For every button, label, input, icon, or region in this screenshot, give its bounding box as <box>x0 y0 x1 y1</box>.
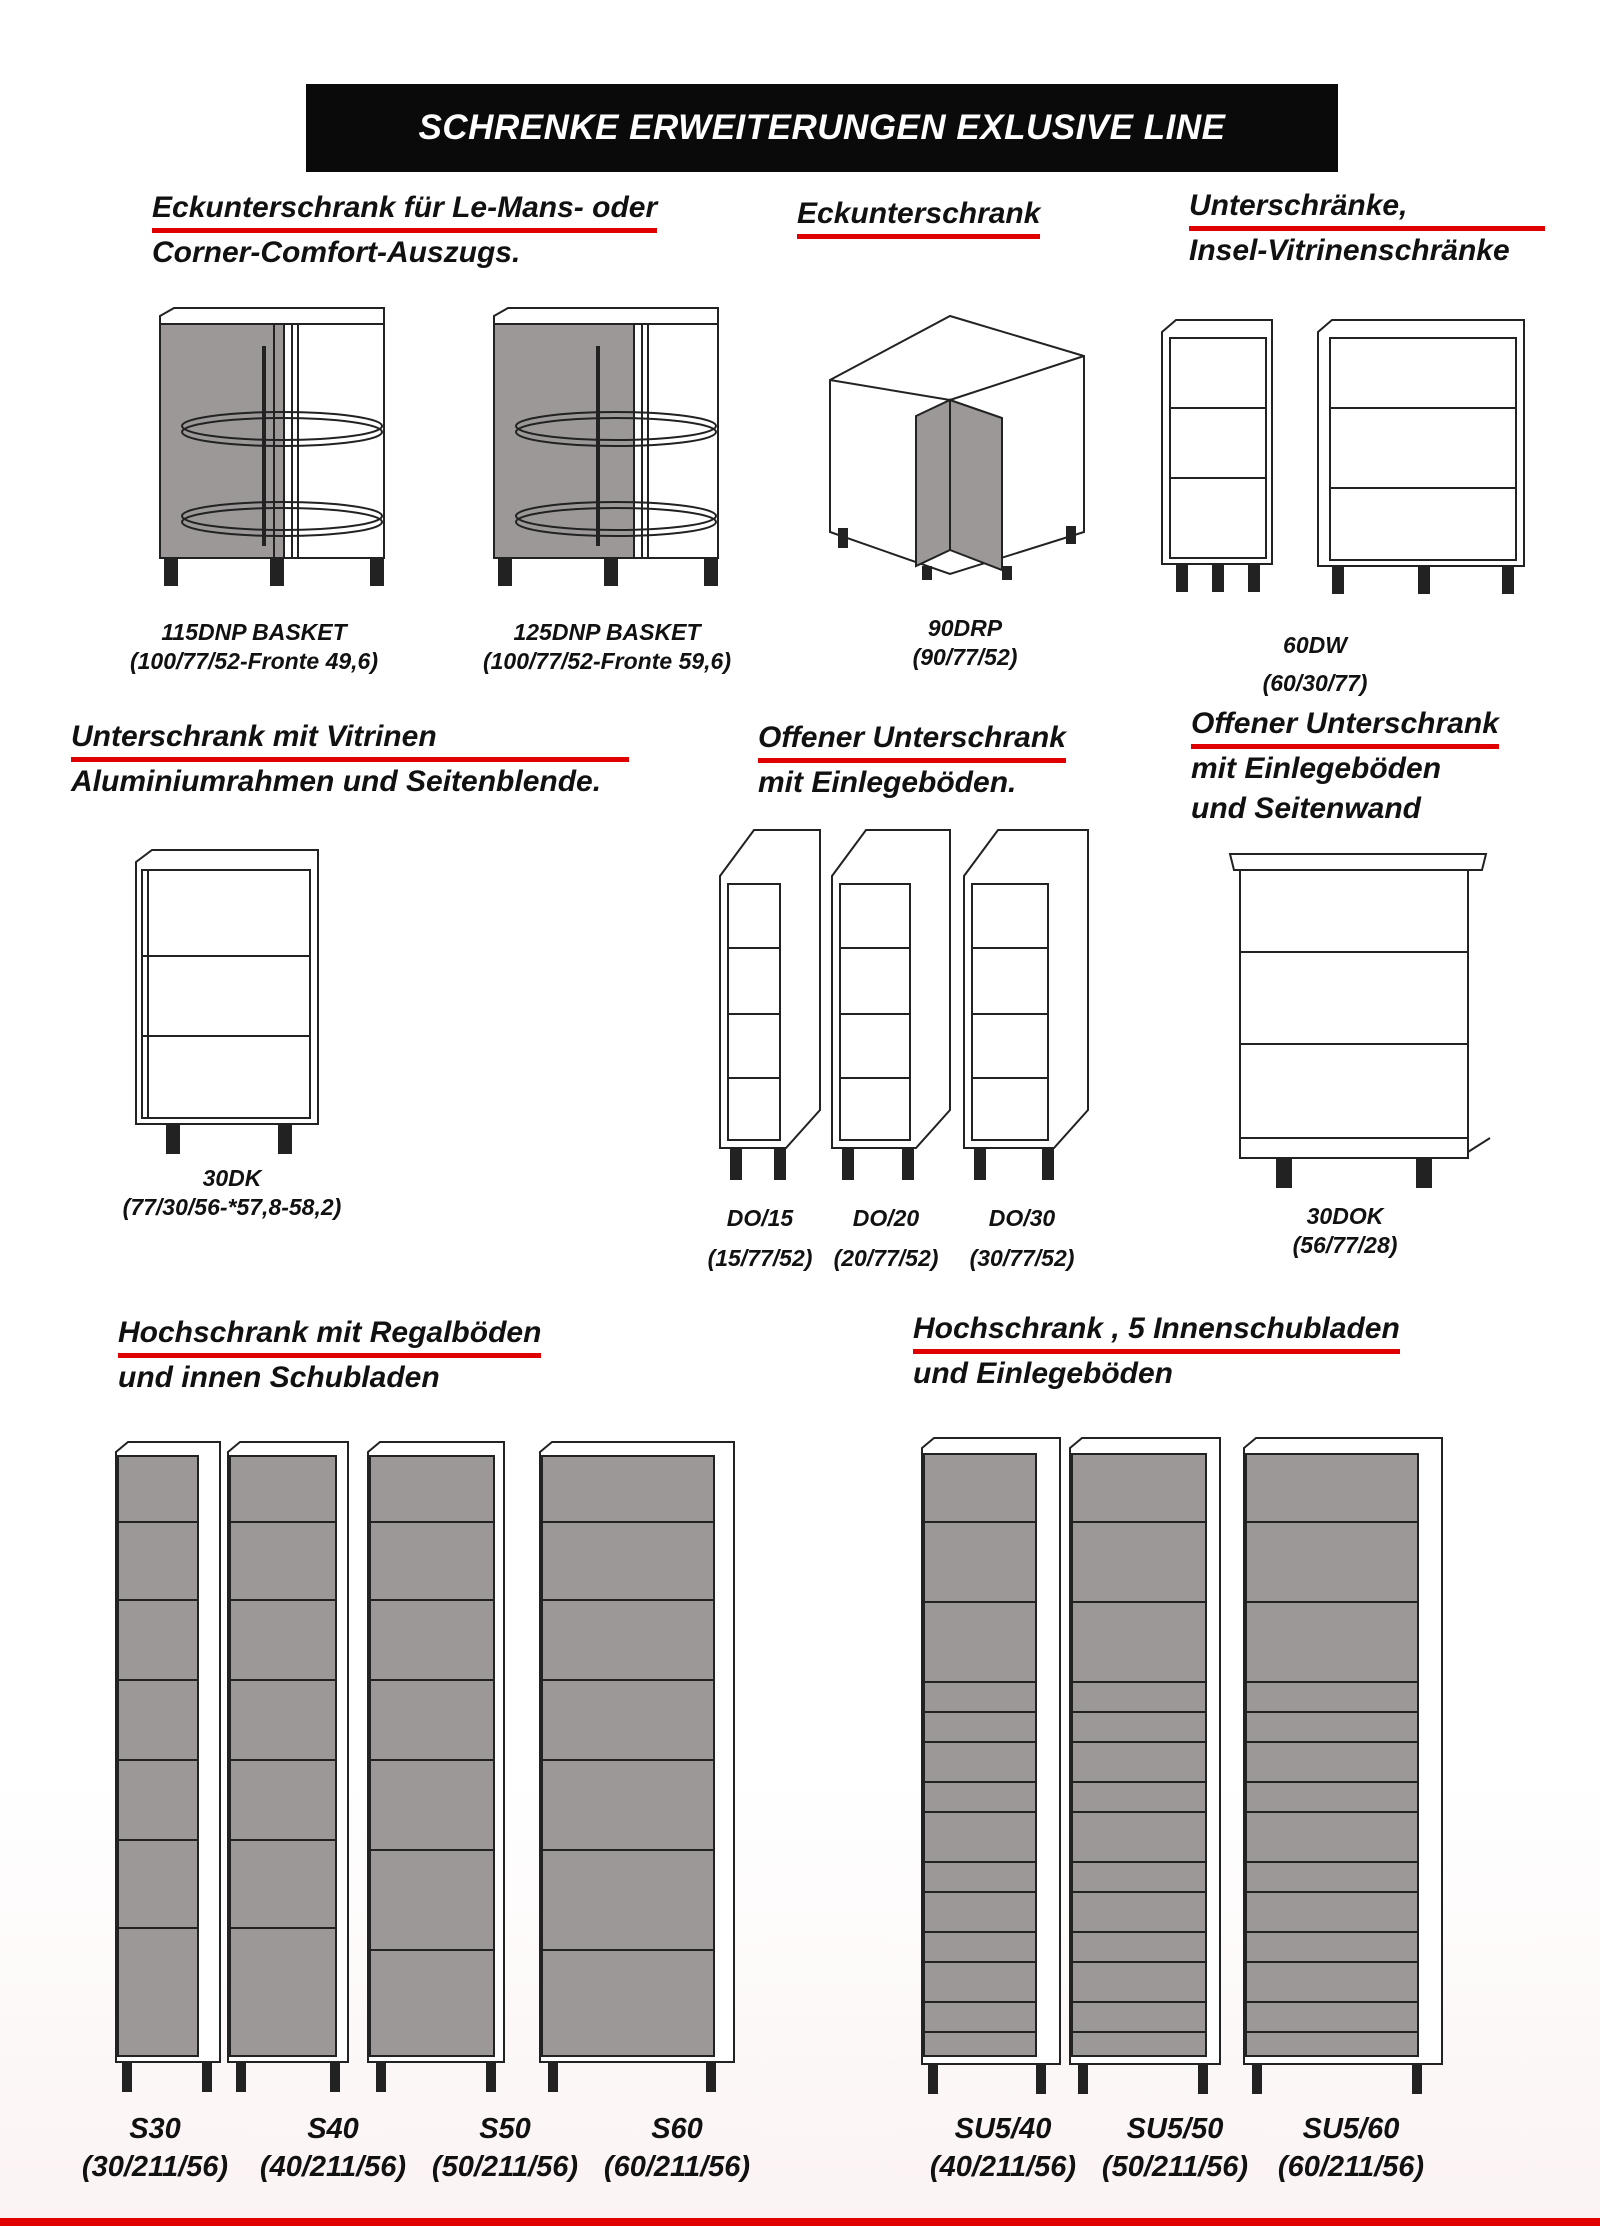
product-dims: (56/77/28) <box>1292 1232 1398 1258</box>
product-code: SU5/40 <box>954 2113 1052 2145</box>
product-dims: (60/30/77) <box>1262 670 1368 696</box>
product-label-30dk: 30DK (77/30/56-*57,8-58,2) <box>112 1164 352 1222</box>
cabinet-do15-drawing <box>719 829 821 1180</box>
product-code: 30DOK <box>1306 1203 1384 1229</box>
product-label-s50: S50 (50/211/56) <box>410 2110 600 2186</box>
product-code: SU5/60 <box>1302 2113 1400 2145</box>
product-label-su560: SU5/60 (60/211/56) <box>1256 2110 1446 2186</box>
cabinet-30dok-drawing <box>1228 853 1491 1188</box>
cabinet-30dk-drawing <box>135 849 319 1154</box>
bottom-accent-bar <box>0 2218 1600 2226</box>
heading-line: Eckunterschrank <box>797 194 1041 239</box>
product-label-s30: S30 (30/211/56) <box>60 2110 250 2186</box>
heading-line: Offener Unterschrank <box>758 718 1066 763</box>
product-label-115dnp: 115DNP BASKET (100/77/52-Fronte 49,6) <box>122 618 386 676</box>
heading-line: und Seitenwand <box>1191 792 1422 825</box>
heading-line: Offener Unterschrank <box>1191 704 1499 749</box>
product-label-do30: DO/30 (30/77/52) <box>956 1198 1088 1278</box>
heading-tall-shelves: Hochschrank mit Regalböden und innen Sch… <box>118 1313 542 1398</box>
tall-cabinets-shelves-drawing <box>115 1441 735 2092</box>
heading-open-base-side: Offener Unterschrank mit Einlegeböden un… <box>1191 704 1499 829</box>
product-dims: (30/211/56) <box>81 2151 229 2183</box>
tall-cabinets-drawers-drawing <box>921 1437 1443 2094</box>
product-dims: (15/77/52) <box>707 1245 813 1271</box>
heading-line: Corner-Comfort-Auszugs. <box>152 236 521 269</box>
product-label-90drp: 90DRP (90/77/52) <box>880 614 1050 672</box>
heading-base-island: Unterschränke, Insel-Vitrinenschränke <box>1189 186 1545 271</box>
product-label-60dw: 60DW (60/30/77) <box>1250 626 1380 702</box>
product-label-30dok: 30DOK (56/77/28) <box>1280 1202 1410 1260</box>
cabinet-115dnp-drawing <box>159 307 385 586</box>
product-code: S60 <box>651 2113 703 2145</box>
product-code: DO/20 <box>852 1205 920 1231</box>
cabinet-60dw-drawing <box>1161 319 1525 594</box>
cabinet-90drp-drawing <box>829 314 1085 580</box>
heading-line: Unterschrank mit Vitrinen <box>71 717 629 762</box>
product-code: S40 <box>307 2113 359 2145</box>
product-dims: (50/211/56) <box>1101 2151 1249 2183</box>
product-code: SU5/50 <box>1126 2113 1224 2145</box>
product-code: 115DNP BASKET <box>161 619 347 645</box>
product-dims: (60/211/56) <box>1277 2151 1425 2183</box>
product-code: S30 <box>129 2113 181 2145</box>
heading-line: Insel-Vitrinenschränke <box>1189 234 1510 267</box>
heading-line: mit Einlegeböden. <box>758 766 1017 799</box>
product-label-s40: S40 (40/211/56) <box>238 2110 428 2186</box>
product-dims: (20/77/52) <box>833 1245 939 1271</box>
heading-line: Hochschrank mit Regalböden <box>118 1313 542 1358</box>
product-label-do15: DO/15 (15/77/52) <box>694 1198 826 1278</box>
product-dims: (50/211/56) <box>431 2151 579 2183</box>
product-code: 125DNP BASKET <box>513 619 701 645</box>
product-label-125dnp: 125DNP BASKET (100/77/52-Fronte 59,6) <box>454 618 760 676</box>
heading-line: Hochschrank , 5 Innenschubladen <box>913 1309 1400 1354</box>
product-code: DO/15 <box>726 1205 794 1231</box>
product-dims: (100/77/52-Fronte 49,6) <box>129 648 378 674</box>
product-code: 90DRP <box>927 615 1003 641</box>
product-dims: (40/211/56) <box>259 2151 407 2183</box>
heading-vitrine: Unterschrank mit Vitrinen Aluminiumrahme… <box>71 717 629 802</box>
product-dims: (60/211/56) <box>603 2151 751 2183</box>
product-dims: (90/77/52) <box>912 644 1018 670</box>
product-dims: (40/211/56) <box>929 2151 1077 2183</box>
product-code: DO/30 <box>988 1205 1056 1231</box>
product-dims: (30/77/52) <box>969 1245 1075 1271</box>
heading-open-base: Offener Unterschrank mit Einlegeböden. <box>758 718 1066 803</box>
page-title: SCHRENKE ERWEITERUNGEN EXLUSIVE LINE <box>306 84 1338 172</box>
product-code: S50 <box>479 2113 531 2145</box>
product-label-su550: SU5/50 (50/211/56) <box>1080 2110 1270 2186</box>
heading-line: Aluminiumrahmen und Seitenblende. <box>71 765 602 798</box>
cabinet-do30-drawing <box>963 829 1089 1180</box>
heading-tall-drawers: Hochschrank , 5 Innenschubladen und Einl… <box>913 1309 1400 1394</box>
heading-line: und innen Schubladen <box>118 1361 440 1394</box>
product-label-do20: DO/20 (20/77/52) <box>820 1198 952 1278</box>
cabinet-125dnp-drawing <box>493 307 719 586</box>
product-dims: (77/30/56-*57,8-58,2) <box>122 1194 342 1220</box>
heading-line: Unterschränke, <box>1189 186 1545 231</box>
heading-corner: Eckunterschrank <box>797 194 1041 239</box>
heading-corner-basket: Eckunterschrank für Le-Mans- oder Corner… <box>152 188 658 273</box>
heading-line: und Einlegeböden <box>913 1357 1173 1390</box>
heading-line: mit Einlegeböden <box>1191 752 1442 785</box>
product-label-su540: SU5/40 (40/211/56) <box>908 2110 1098 2186</box>
heading-line: Eckunterschrank für Le-Mans- oder <box>152 188 658 233</box>
product-code: 60DW <box>1283 632 1347 658</box>
product-label-s60: S60 (60/211/56) <box>582 2110 772 2186</box>
product-dims: (100/77/52-Fronte 59,6) <box>482 648 731 674</box>
product-code: 30DK <box>202 1165 262 1191</box>
cabinet-do20-drawing <box>831 829 951 1180</box>
